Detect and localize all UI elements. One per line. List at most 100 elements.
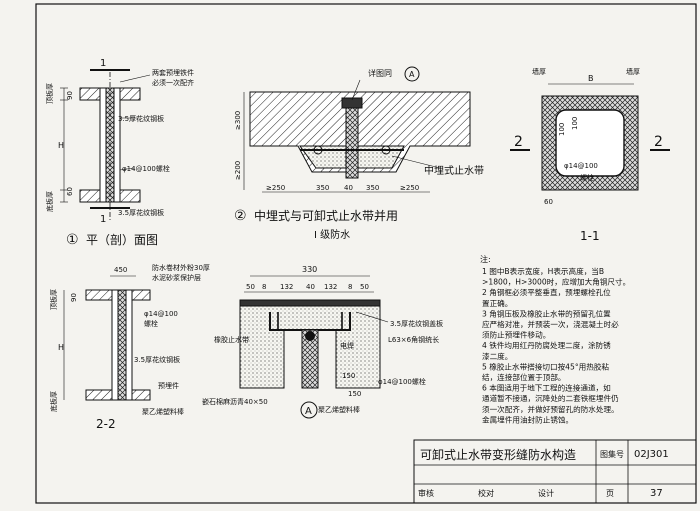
- detA-letter-circle: [300, 401, 318, 419]
- fig2-dim-0: ≥250: [266, 184, 285, 192]
- note-line: 金属埋件用油封防止锈蚀。: [482, 414, 573, 424]
- fig22-waterproof-line1: 防水卷材外粉30厚: [152, 263, 210, 272]
- fig1-callout-line2: 必须一次配齐: [152, 78, 194, 87]
- fig2-dim-3: 350: [366, 184, 379, 192]
- fig1-right-wall: [113, 87, 121, 203]
- detA-asphalt-label: 嵌石棉麻沥青40×50: [202, 397, 268, 406]
- tb-design: 设计: [538, 488, 554, 498]
- fig2-dim-1: 350: [316, 184, 329, 192]
- figure-2-combined-waterstop: 详图同 A ≥300 ≥200 中埋式止水带 ≥250 350 40 350 ≥…: [234, 66, 484, 241]
- fig1-title: 平（剖）面图: [86, 233, 158, 247]
- note-line: 3 角钢压板及橡胶止水带的预留孔位置: [482, 308, 611, 318]
- fig2-dim-2: 40: [344, 184, 353, 192]
- note-line: 应严格对准，并预装一次，浇混凝土时必: [482, 319, 619, 329]
- fig22-embed: 预埋件: [158, 381, 179, 390]
- detA-cover-label: 3.5厚花纹钢盖板: [390, 319, 443, 328]
- tb-atlas-label: 图集号: [600, 449, 624, 459]
- fig1-plate-label: 3.5厚花纹钢板: [118, 114, 164, 123]
- fig1-bolt-label: φ14@100螺栓: [122, 164, 170, 173]
- sec11-wall-right: 墙厚: [626, 67, 640, 76]
- sec11-frame-inner: [555, 109, 625, 177]
- fig22-ethylene: 聚乙烯塑料棒: [142, 407, 184, 416]
- fig22-wall-left: [111, 289, 119, 401]
- fig2-title: 中埋式与可卸式止水带并用: [254, 208, 398, 223]
- sec11-dim-60: 60: [544, 198, 553, 206]
- fig2-bulb-right: [381, 145, 391, 155]
- sheet-border: [35, 3, 697, 504]
- fig22-wall-right: [125, 289, 133, 401]
- detA-rubber-label: 橡胶止水带: [214, 335, 249, 344]
- fig2-detail-letter: A: [409, 70, 415, 79]
- detA-dim-0: 50: [246, 283, 255, 291]
- detA-leader-cover: [355, 311, 389, 323]
- sec11-bolt2: 螺栓: [580, 173, 594, 182]
- fig1-dim-90-top: 90: [66, 91, 74, 100]
- sec11-dim-100a: 100: [558, 123, 566, 136]
- fig2-dim-200: ≥200: [234, 161, 242, 180]
- note-line: 须一次配齐，并做好预留孔的防水处理。: [482, 404, 619, 414]
- note-line: 5 橡胶止水带搭接切口按45°用热胶粘: [482, 361, 609, 371]
- note-line: 结，连接部位置于顶部。: [482, 372, 566, 382]
- detA-dim-150b: 150: [348, 390, 361, 398]
- fig22-dim-450: 450: [114, 266, 127, 274]
- fig1-top-label: 顶板厚: [45, 83, 54, 104]
- fig22-bottom-label: 底板厚: [49, 391, 58, 412]
- tb-frame: [413, 439, 697, 504]
- fig2-embedded-leader: [391, 155, 441, 169]
- tb-check: 校对: [478, 488, 494, 498]
- fig2-joint-filler: [345, 99, 359, 179]
- tb-page-label: 页: [606, 489, 614, 498]
- fig22-bolt: φ14@100: [144, 310, 178, 318]
- fig22-bolt2: 螺栓: [144, 319, 158, 328]
- sec11-dim-B: B: [588, 74, 594, 83]
- sec11-cut-right-label: 2: [654, 134, 663, 150]
- note-line: 须防止预埋件移动。: [482, 330, 550, 340]
- detA-weld-label: 电焊: [340, 341, 354, 350]
- tb-review: 审核: [418, 488, 434, 498]
- fig22-title: 2-2: [96, 417, 116, 431]
- fig1-dim-60: 60: [66, 187, 74, 196]
- fig22-waterproof-line2: 水泥砂浆保护层: [152, 273, 201, 282]
- detA-dim-2: 132: [280, 283, 293, 291]
- fig22-plate: 3.5厚花纹钢板: [134, 355, 180, 364]
- sec11-cut-left-label: 2: [514, 134, 523, 150]
- section-2-2: 450 防水卷材外粉30厚 水泥砂浆保护层 φ14@100 螺栓 3.5厚花纹钢…: [49, 263, 210, 431]
- fig1-left-wall: [99, 87, 107, 203]
- tb-atlas-no: 02J301: [634, 449, 669, 460]
- note-line: 置正确。: [482, 298, 512, 308]
- fig2-detail-leader: [351, 79, 361, 101]
- detA-joint-filler: [301, 329, 319, 389]
- fig22-dim-H: H: [58, 343, 64, 352]
- fig2-number: ②: [234, 208, 247, 224]
- note-line: 6 本图适用于地下工程的连接通道，如: [482, 383, 611, 393]
- fig1-number: ①: [66, 232, 79, 248]
- fig2-embedded-label: 中埋式止水带: [424, 164, 484, 177]
- detA-bolt-label: φ14@100螺栓: [378, 377, 426, 386]
- tb-title: 可卸式止水带变形缝防水构造: [420, 447, 576, 462]
- fig2-detail-circle: [404, 66, 420, 82]
- detA-dim-6: 50: [360, 283, 369, 291]
- note-line: 通道暂不接通，沉降处的二套铁框埋件仍: [482, 393, 619, 403]
- fig2-detail-ref: 详图同: [368, 68, 392, 78]
- tb-page-no: 37: [650, 488, 663, 499]
- detail-a: 330 50 8 132 40 132 8 50 3.5厚花纹钢盖板 橡胶止水带…: [202, 265, 443, 419]
- fig1-callout-line1: 两套预埋铁件: [152, 68, 194, 77]
- figure-1-plan-section: 1 1 两套预埋铁件 必须一次配齐 3.5厚花纹钢板 φ14@100螺栓 3.5…: [45, 58, 194, 248]
- note-line: >1800，H>3000时，应增加大角钢尺寸。: [482, 277, 630, 287]
- section-1-1: 墙厚 墙厚 B 100 100 φ14@100 螺栓 60 2 2 1-1: [510, 67, 670, 243]
- fig2-dim-300: ≥300: [234, 111, 242, 130]
- detA-dim-150a: 150: [342, 372, 355, 380]
- notes: 注: 1 图中B表示宽度，H表示高度，当B >1800，H>3000时，应增加大…: [480, 254, 630, 424]
- detA-dim-4: 132: [324, 283, 337, 291]
- detA-cover-plate: [239, 299, 381, 307]
- fig1-dim-H: H: [58, 141, 64, 150]
- sec11-title: 1-1: [580, 229, 600, 243]
- fig22-core: [117, 289, 127, 401]
- note-line: 4 铁件均用红丹防腐处理二度，涂防锈: [482, 340, 611, 350]
- sec11-bolt: φ14@100: [564, 162, 598, 170]
- title-block: 可卸式止水带变形缝防水构造 图集号 02J301 审核 校对 设计 页 37: [413, 439, 697, 504]
- sec11-dim-100b: 100: [571, 117, 579, 130]
- note-line: 漆二度。: [482, 351, 512, 361]
- detA-ethylene-label: 聚乙烯塑料棒: [318, 405, 360, 414]
